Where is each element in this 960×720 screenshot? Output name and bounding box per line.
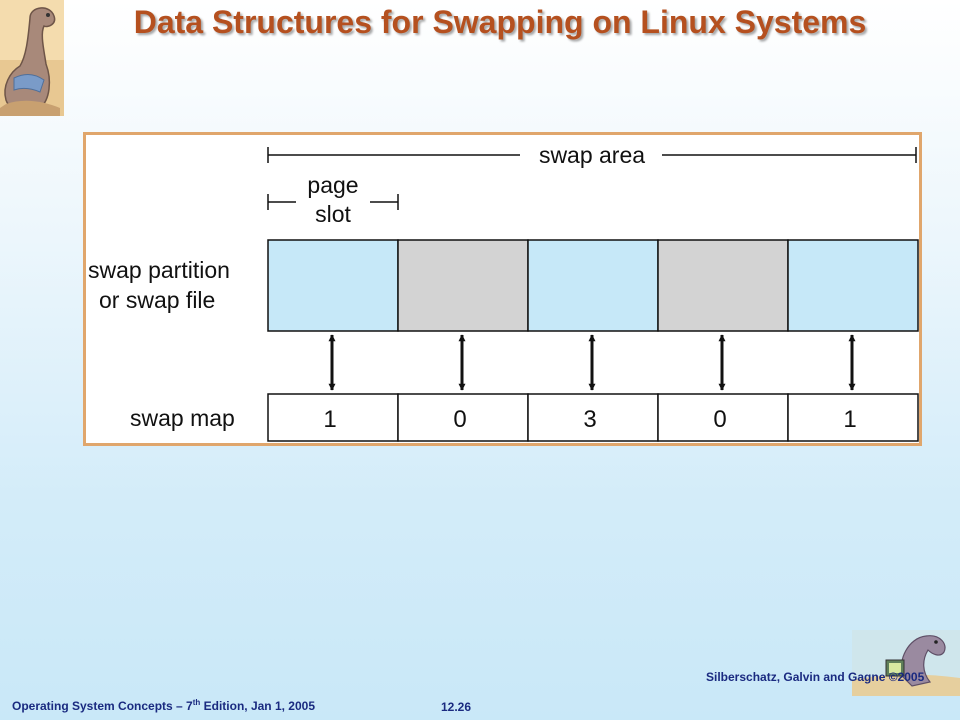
swap-map-cell-2: [397, 393, 529, 442]
swap-partition-label-line2: or swap file: [99, 287, 215, 313]
swap-map-cell-5: [787, 393, 919, 442]
footer-left-suffix: Edition, Jan 1, 2005: [200, 699, 316, 713]
slide-title: Data Structures for Swapping on Linux Sy…: [133, 4, 867, 40]
swap-map-row: 1 0 3 0 1: [267, 393, 919, 442]
swap-partition-row: [267, 239, 919, 332]
footer-page-number: 12.26: [441, 700, 472, 714]
dinosaur-logo-icon: [0, 0, 64, 116]
footer-right: Silberschatz, Galvin and Gagne ©2005: [706, 670, 925, 684]
dinosaur-computer-logo-icon: [852, 630, 960, 696]
page-slot-2: [397, 239, 529, 332]
swap-map-label: swap map: [130, 405, 235, 431]
page-slot-label-line1: page: [307, 172, 358, 198]
page-slot-5: [787, 239, 919, 332]
swap-area-dimension: swap area: [267, 142, 917, 168]
swap-map-cell-4: [657, 393, 789, 442]
footer-left: Operating System Concepts – 7th Edition,…: [12, 698, 315, 713]
swap-map-cell-1: [267, 393, 399, 442]
page-slot-3: [527, 239, 659, 332]
footer-left-prefix: Operating System Concepts – 7: [12, 699, 193, 713]
swap-map-value-2: 0: [453, 406, 466, 433]
arrows-row: [328, 334, 856, 391]
footer-left-sup: th: [192, 698, 201, 707]
swap-map-value-4: 0: [713, 406, 726, 433]
swap-map-value-1: 1: [323, 406, 336, 433]
page-slot-dimension: page slot: [267, 172, 399, 227]
page-slot-1: [267, 239, 399, 332]
page-slot-label-line2: slot: [315, 201, 351, 227]
swap-partition-label-line1: swap partition: [88, 257, 230, 283]
swap-area-label: swap area: [539, 142, 645, 168]
page-slot-4: [657, 239, 789, 332]
swap-map-value-3: 3: [583, 406, 596, 433]
swap-map-value-5: 1: [843, 406, 856, 433]
